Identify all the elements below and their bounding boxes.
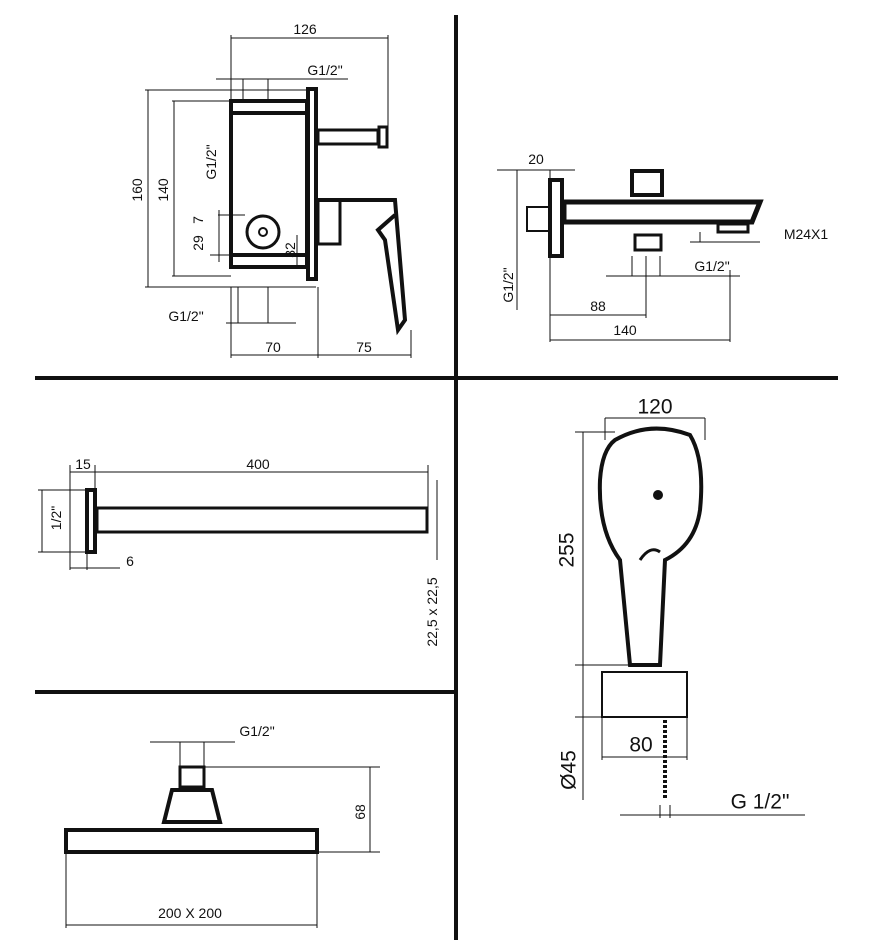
arm-length-label: 400 (246, 456, 270, 472)
spout-outlet-label: G1/2" (694, 258, 730, 274)
mixer-drawing (229, 87, 408, 336)
mixer-depth-box-label: 70 (265, 339, 281, 355)
hand-shower-connection-label: G 1/2" (730, 790, 790, 814)
spout-drawing (526, 169, 764, 258)
hand-shower-width-label: 120 (637, 395, 673, 419)
mixer-inlet-bottom-label: G1/2" (168, 308, 204, 324)
head-shower-size-label: 200 X 200 (158, 905, 222, 921)
arm-flange-thickness-label: 6 (126, 553, 134, 569)
hand-shower-drawing (597, 426, 704, 800)
mixer-height-inner-label: 140 (155, 178, 171, 202)
arm-drawing (85, 488, 429, 554)
spout-flange-label: 20 (528, 151, 544, 167)
mixer-depth-handle-label: 75 (356, 339, 372, 355)
head-shower-dimensions (65, 741, 380, 928)
head-shower-connection-label: G1/2" (239, 723, 275, 739)
spout-inlet-label: G1/2" (500, 267, 516, 303)
mixer-dim-7-label: 7 (190, 216, 206, 224)
mixer-dimensions (145, 35, 412, 358)
mixer-width-label: 126 (293, 21, 317, 37)
holder-diameter-label: Ø45 (557, 750, 581, 790)
holder-width-label: 80 (629, 733, 653, 757)
mixer-height-outer-label: 160 (129, 178, 145, 202)
panel-dividers (35, 15, 838, 940)
hand-shower-dimensions (575, 417, 805, 818)
spout-center-label: 88 (590, 298, 606, 314)
head-shower-height-label: 68 (352, 804, 368, 820)
mixer-outlet-side-label: G1/2" (203, 144, 219, 180)
spout-dimensions (497, 169, 760, 342)
hand-shower-length-label: 255 (555, 532, 579, 568)
spout-aerator-label: M24X1 (783, 226, 829, 242)
arm-dimensions (38, 465, 438, 570)
arm-section-label: 22,5 x 22,5 (424, 577, 440, 647)
mixer-dim-29-label: 29 (190, 235, 206, 251)
head-shower-drawing (64, 765, 319, 854)
arm-thread-label: 1/2" (48, 505, 64, 531)
mixer-inlet-top-label: G1/2" (307, 62, 343, 78)
mixer-dim-32-label: 32 (282, 242, 298, 258)
spout-length-label: 140 (613, 322, 637, 338)
arm-flange-label: 15 (75, 456, 91, 472)
